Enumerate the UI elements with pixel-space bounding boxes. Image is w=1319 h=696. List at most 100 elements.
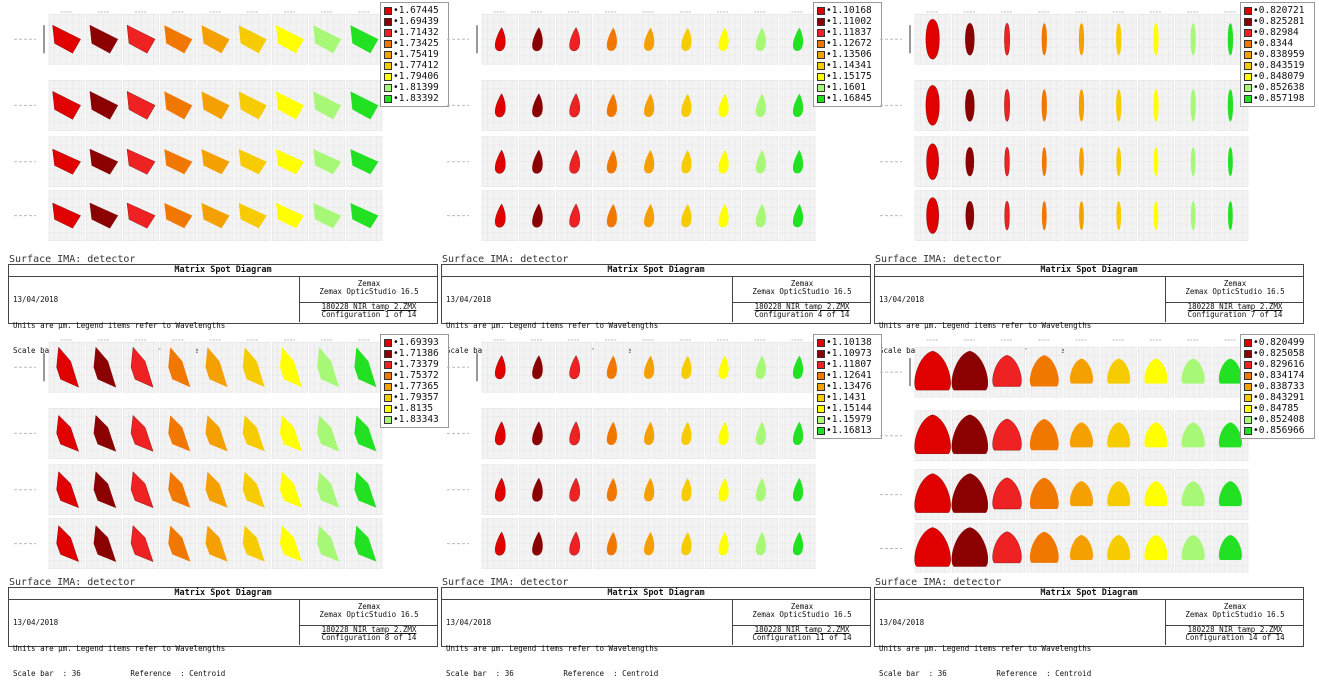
legend-value: •0.829616 bbox=[1253, 359, 1305, 370]
spot-plot-area bbox=[14, 11, 383, 241]
spot-blob bbox=[275, 149, 304, 175]
legend-swatch bbox=[384, 338, 392, 347]
legend-value: •1.13506 bbox=[826, 49, 872, 60]
date-text: 13/04/2018 bbox=[13, 618, 59, 627]
spot-blob bbox=[644, 150, 655, 174]
spot-blob bbox=[718, 421, 729, 446]
legend-item: •1.15979 bbox=[817, 414, 879, 425]
spot-blob bbox=[1218, 422, 1242, 448]
spot-blob bbox=[89, 148, 119, 175]
spot-blob bbox=[354, 525, 377, 562]
spot-blob bbox=[164, 149, 193, 175]
spot-blob bbox=[168, 471, 191, 508]
configuration-label: Configuration 11 of 14 bbox=[752, 633, 852, 642]
info-box: Matrix Spot Diagram 13/04/2018 Units are… bbox=[441, 587, 871, 678]
software-name: Zemax OpticStudio 16.5 bbox=[319, 287, 419, 296]
legend-item: •0.838959 bbox=[1244, 49, 1312, 60]
diagram-title: Matrix Spot Diagram bbox=[875, 265, 1303, 277]
spot-blob bbox=[914, 414, 951, 454]
spot-blob bbox=[1029, 419, 1059, 451]
spot-blob bbox=[317, 415, 340, 452]
legend-swatch bbox=[1244, 6, 1252, 15]
legend-value: •1.10168 bbox=[826, 5, 872, 16]
spot-blob bbox=[1004, 147, 1010, 177]
file-name: 180228_NIR_tamp_2.ZMX bbox=[321, 625, 417, 634]
spot-blob bbox=[532, 355, 543, 380]
spot-blob bbox=[644, 27, 655, 51]
legend-item: •1.10973 bbox=[817, 348, 879, 359]
legend-item: •0.834174 bbox=[1244, 370, 1312, 381]
legend-swatch bbox=[1244, 338, 1252, 347]
spot-blob bbox=[354, 415, 377, 452]
spot-blob bbox=[569, 421, 580, 446]
spot-blob bbox=[279, 415, 302, 452]
spot-blob bbox=[755, 531, 766, 556]
legend-swatch bbox=[817, 83, 825, 92]
spot-blob bbox=[1107, 422, 1131, 448]
spot-blob bbox=[52, 24, 81, 54]
vendor-name: Zemax bbox=[357, 602, 381, 611]
legend-swatch bbox=[1244, 371, 1252, 380]
spot-blob bbox=[130, 414, 154, 452]
spot-blob bbox=[569, 203, 580, 228]
spot-blob bbox=[644, 531, 655, 556]
vendor-name: Zemax bbox=[790, 602, 814, 611]
spot-blob bbox=[238, 91, 267, 120]
spot-blob bbox=[755, 93, 766, 118]
spot-blob bbox=[681, 93, 692, 118]
legend-item: •1.10168 bbox=[817, 5, 879, 16]
spot-blob bbox=[532, 531, 543, 556]
spot-blob bbox=[792, 203, 804, 228]
legend-swatch bbox=[384, 393, 392, 402]
legend-value: •1.79406 bbox=[393, 71, 439, 82]
spot-blob bbox=[1107, 535, 1131, 561]
spot-blob bbox=[755, 203, 766, 228]
spot-blob bbox=[792, 93, 804, 118]
legend-value: •1.71386 bbox=[393, 348, 439, 359]
spot-blob bbox=[1116, 201, 1122, 230]
spot-blob bbox=[1181, 358, 1205, 384]
spot-blob bbox=[681, 421, 692, 446]
legend-swatch bbox=[1244, 28, 1252, 37]
legend-item: •1.11807 bbox=[817, 359, 879, 370]
spot-blob bbox=[569, 531, 580, 556]
spot-blob bbox=[1181, 481, 1205, 507]
spot-blob bbox=[1144, 358, 1168, 384]
legend-item: •1.1601 bbox=[817, 82, 879, 93]
legend-item: •1.75419 bbox=[384, 49, 446, 60]
spot-blob bbox=[914, 473, 951, 513]
spot-blob bbox=[606, 355, 617, 379]
spot-blob bbox=[1078, 89, 1085, 122]
spot-blob bbox=[126, 148, 156, 175]
spot-blob bbox=[126, 202, 156, 229]
legend-swatch bbox=[384, 349, 392, 358]
spot-blob bbox=[279, 347, 302, 388]
software-name: Zemax OpticStudio 16.5 bbox=[1185, 287, 1285, 296]
legend-value: •0.820721 bbox=[1253, 5, 1305, 16]
legend-swatch bbox=[384, 404, 392, 413]
legend-swatch bbox=[817, 94, 825, 103]
spot-blob bbox=[164, 91, 193, 120]
legend-value: •1.1431 bbox=[826, 392, 867, 403]
legend-swatch bbox=[384, 61, 392, 70]
spot-blob bbox=[313, 91, 342, 120]
spot-blob bbox=[1228, 201, 1233, 230]
spot-plot-area bbox=[880, 339, 1249, 573]
legend-value: •1.69439 bbox=[393, 16, 439, 27]
spot-blob bbox=[238, 203, 267, 229]
legend-item: •0.825281 bbox=[1244, 16, 1312, 27]
spot-blob bbox=[1079, 147, 1084, 177]
surface-label: Surface IMA: detector bbox=[442, 254, 569, 265]
configuration-label: Configuration 1 of 14 bbox=[321, 310, 417, 319]
spot-blob bbox=[926, 197, 939, 234]
spot-diagram-panel-4: •1.69393•1.71386•1.73379•1.75372•1.77365… bbox=[8, 328, 449, 678]
legend-value: •0.848079 bbox=[1253, 71, 1305, 82]
file-name: 180228_NIR_tamp_2.ZMX bbox=[1187, 625, 1283, 634]
legend-value: •1.12672 bbox=[826, 38, 872, 49]
spot-blob bbox=[275, 91, 304, 120]
file-name: 180228_NIR_tamp_2.ZMX bbox=[321, 302, 417, 311]
wavelength-legend: •1.69393•1.71386•1.73379•1.75372•1.77365… bbox=[380, 334, 449, 428]
spot-blob bbox=[495, 149, 506, 174]
spot-blob bbox=[681, 203, 692, 228]
legend-value: •1.11837 bbox=[826, 27, 872, 38]
